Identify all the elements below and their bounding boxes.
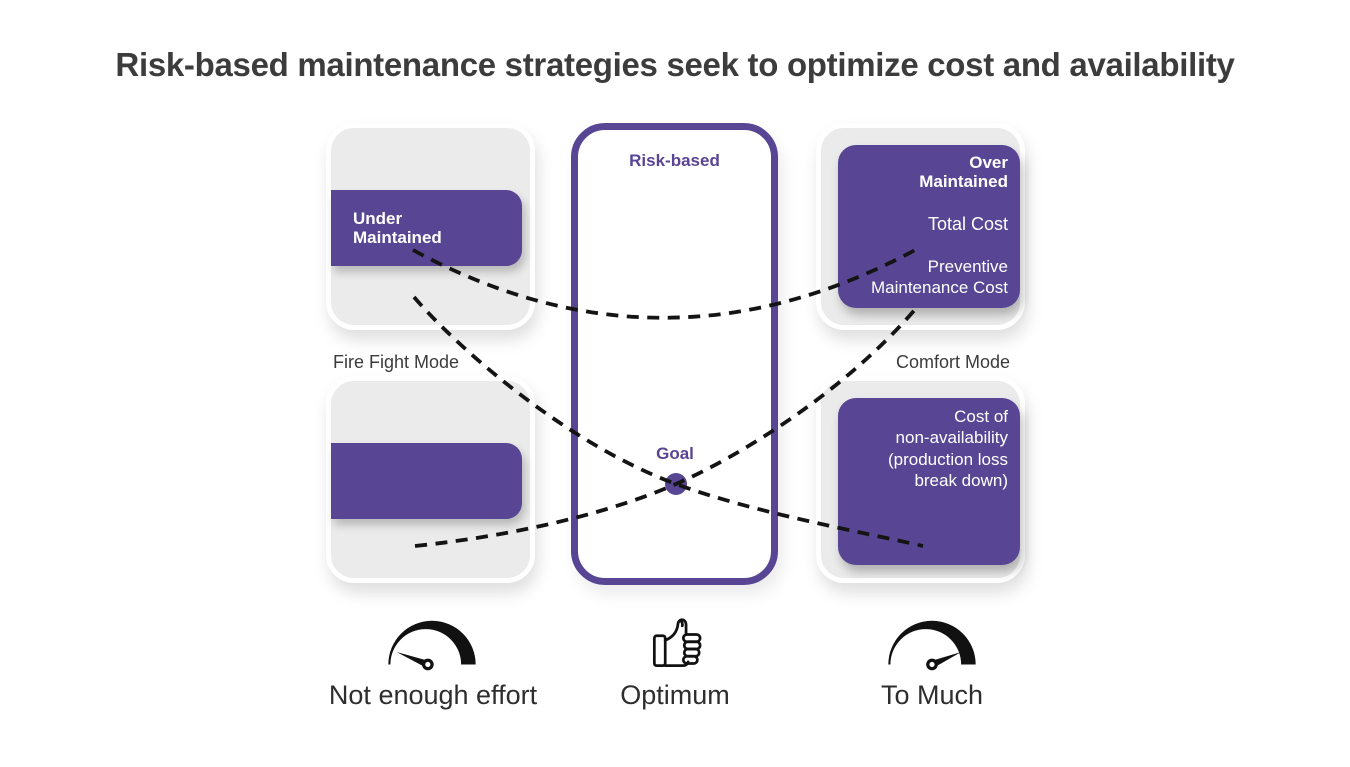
panel-under-maintained: Under Maintained [326, 123, 535, 330]
under-maintained-label: Under Maintained [353, 208, 442, 247]
caption-comfort-mode: Comfort Mode [895, 352, 1010, 372]
under-maintained-band: Under Maintained [331, 190, 522, 266]
legend-label-not-enough-effort: Not enough effort [328, 680, 538, 710]
fire-fight-band [331, 443, 522, 519]
legend-label-to-much: To Much [880, 680, 984, 710]
gauge-low-icon [388, 620, 476, 671]
legend-label-optimum: Optimum [620, 680, 730, 710]
gauge-high-icon [888, 620, 976, 671]
page-title: Risk-based maintenance strategies seek t… [115, 46, 1235, 83]
panel-comfort-mode: Cost of non-availability (production los… [816, 376, 1025, 583]
caption-fire-fight-mode: Fire Fight Mode [333, 352, 460, 372]
panel-risk-based [571, 123, 778, 585]
over-maintained-label: Over Maintained [919, 153, 1008, 192]
total-cost-label: Total Cost [927, 213, 1008, 234]
over-maintained-box: Over Maintained Total Cost Preventive Ma… [838, 145, 1020, 308]
preventive-maintenance-cost-label: Preventive Maintenance Cost [870, 257, 1008, 297]
risk-based-heading: Risk-based [629, 151, 720, 170]
panel-fire-fight-mode [326, 376, 535, 583]
goal-label: Goal [656, 444, 694, 463]
thumbs-up-icon [652, 618, 702, 668]
non-availability-cost-box: Cost of non-availability (production los… [838, 398, 1020, 565]
panel-over-maintained: Over Maintained Total Cost Preventive Ma… [816, 123, 1025, 330]
